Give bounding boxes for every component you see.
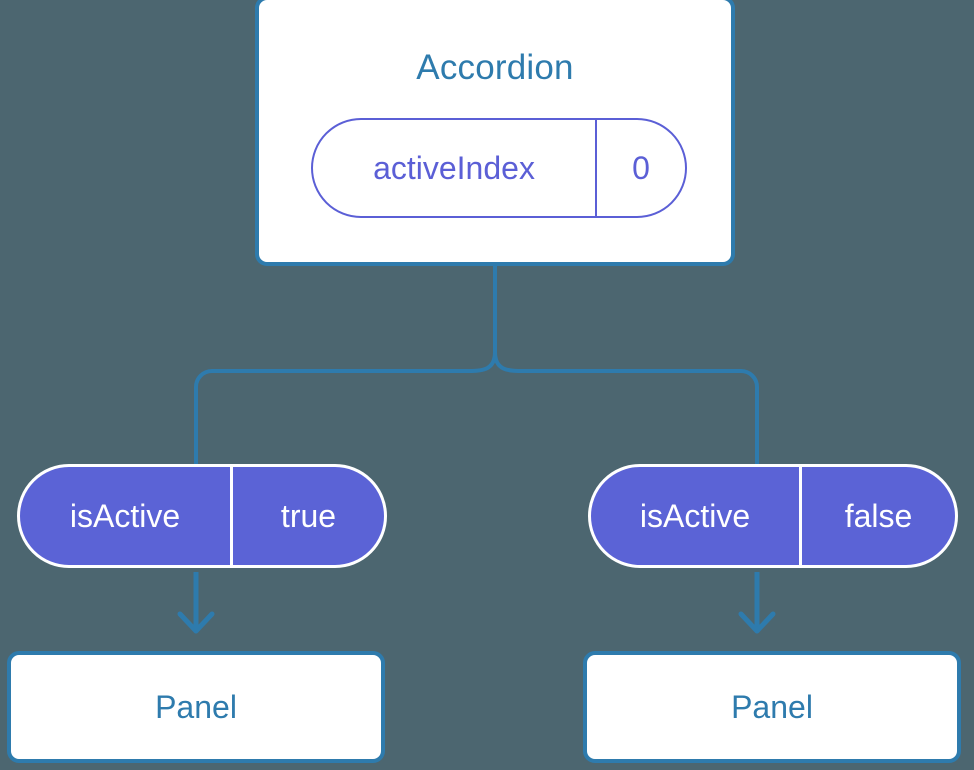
- arrow-head-right-icon: [738, 611, 776, 634]
- connector-branch-right: [493, 351, 759, 470]
- is-active-value-right: false: [844, 498, 913, 534]
- is-active-value-left: true: [280, 498, 337, 534]
- active-index-key: activeIndex: [313, 120, 597, 216]
- accordion-title: Accordion: [416, 48, 574, 87]
- active-index-state-pill[interactable]: activeIndex 0: [311, 118, 687, 218]
- is-active-pill-left[interactable]: isActive true: [17, 464, 387, 568]
- accordion-node[interactable]: Accordion activeIndex 0: [255, 0, 735, 266]
- is-active-key-left: isActive: [20, 467, 233, 565]
- panel-label-right: Panel: [731, 689, 813, 725]
- panel-node-left[interactable]: Panel: [7, 651, 385, 763]
- is-active-pill-right[interactable]: isActive false: [588, 464, 958, 568]
- is-active-key-right: isActive: [591, 467, 802, 565]
- active-index-value: 0: [632, 150, 650, 186]
- panel-label-left: Panel: [155, 689, 237, 725]
- panel-node-right[interactable]: Panel: [583, 651, 961, 763]
- connector-branch-left: [194, 351, 497, 470]
- arrow-head-left-icon: [177, 611, 215, 634]
